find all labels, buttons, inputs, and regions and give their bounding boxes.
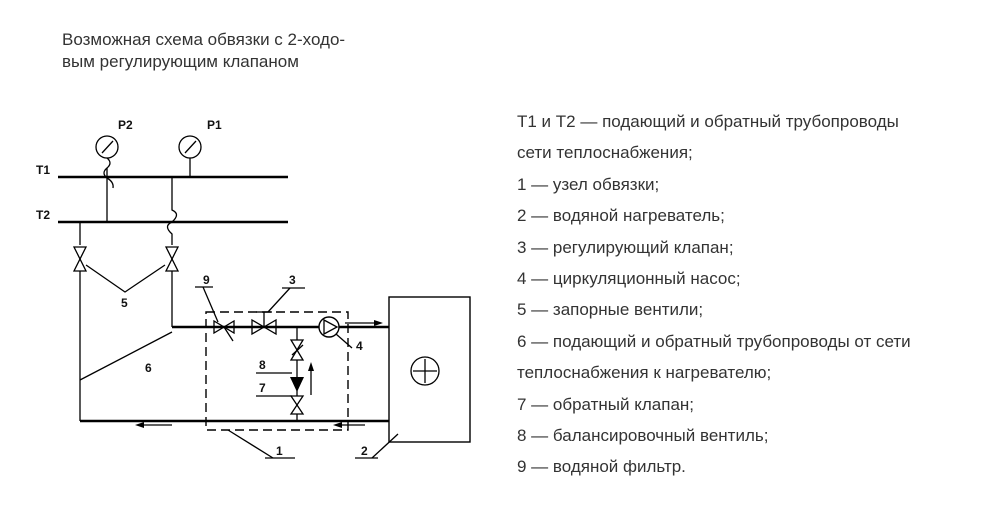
- piping-node-box: [205, 311, 349, 431]
- legend-item: 1 — узел обвязки;: [517, 174, 660, 194]
- label-3: 3: [289, 273, 296, 287]
- label-p1: P1: [207, 118, 222, 132]
- legend-item: 9 — водяной фильтр.: [517, 457, 686, 477]
- legend-item: сети теплоснабжения;: [517, 143, 693, 163]
- circulation-pump-icon: [318, 316, 340, 338]
- legend-item: теплоснабжения к нагревателю;: [517, 363, 772, 383]
- label-4: 4: [356, 339, 363, 353]
- label-t2: T2: [36, 208, 50, 222]
- water-heater-box: [388, 296, 471, 443]
- diagram-title: Возможная схема обвязки с 2-ходо- вым ре…: [62, 29, 345, 73]
- water-filter-icon: [213, 319, 235, 342]
- label-1: 1: [276, 444, 283, 458]
- leader-1: [227, 429, 274, 459]
- legend-item: 8 — балансировочный вентиль;: [517, 425, 769, 445]
- balancing-valve-icon: [289, 339, 305, 361]
- leader-5: [85, 264, 166, 293]
- branch-supply: [166, 177, 178, 245]
- label-p2: P2: [118, 118, 133, 132]
- leader-9: [202, 286, 219, 323]
- control-valve-icon: [251, 311, 277, 336]
- legend-item: 3 — регулирующий клапан;: [517, 237, 734, 257]
- flow-arrow-supply-icon: [345, 320, 383, 326]
- label-2: 2: [361, 444, 368, 458]
- leader-6: [79, 331, 173, 381]
- legend-item: 4 — циркуляционный насос;: [517, 268, 741, 288]
- label-9: 9: [203, 273, 210, 287]
- pressure-gauge-p1-icon: [178, 135, 202, 177]
- label-5: 5: [121, 296, 128, 310]
- title-line-2: вым регулирующим клапаном: [62, 52, 299, 71]
- shutoff-valve-left-icon: [72, 246, 88, 272]
- legend-item: 7 — обратный клапан;: [517, 394, 695, 414]
- label-6: 6: [145, 361, 152, 375]
- leader-2: [371, 433, 399, 459]
- piping-schematic: T1 T2 P2 P1 5 6: [36, 118, 471, 459]
- legend-item: 6 — подающий и обратный трубопроводы от …: [517, 331, 911, 351]
- legend-item: 2 — водяной нагреватель;: [517, 206, 725, 226]
- pressure-gauge-p2-icon: [95, 135, 119, 189]
- heater-symbol-icon: [410, 356, 440, 386]
- shutoff-valve-bottom-icon: [289, 395, 305, 415]
- flow-arrow-up-icon: [308, 362, 314, 395]
- legend-item: T1 и T2 — подающий и обратный трубопрово…: [517, 112, 899, 131]
- check-valve-icon: [290, 377, 304, 392]
- legend-item: 5 — запорные вентили;: [517, 300, 704, 320]
- label-7: 7: [259, 381, 266, 395]
- leader-3: [267, 287, 291, 313]
- legend: T1 и T2 — подающий и обратный трубопрово…: [517, 106, 911, 483]
- leader-4: [335, 333, 353, 349]
- shutoff-valve-right-icon: [164, 246, 180, 272]
- flow-arrow-return-left-icon: [135, 422, 172, 428]
- label-t1: T1: [36, 163, 50, 177]
- flow-arrow-return-right-icon: [333, 422, 365, 428]
- title-line-1: Возможная схема обвязки с 2-ходо-: [62, 30, 346, 49]
- label-8: 8: [259, 358, 266, 372]
